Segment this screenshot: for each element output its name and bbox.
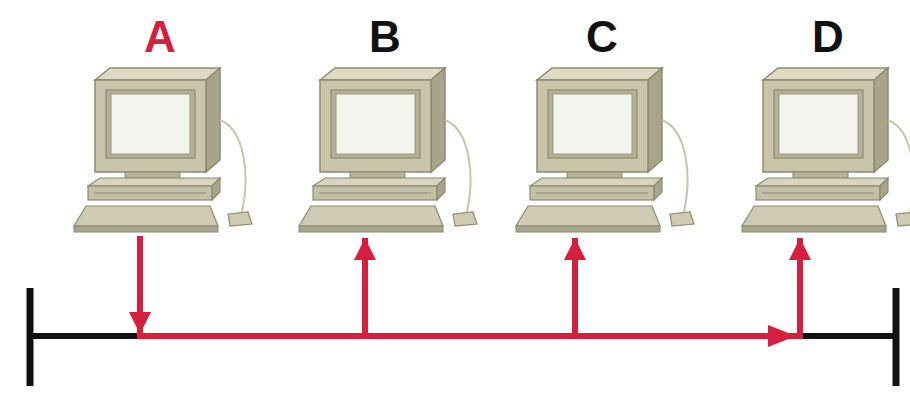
computer-node: B bbox=[295, 12, 475, 236]
computer-icon bbox=[742, 68, 910, 232]
computer-icon bbox=[74, 68, 252, 232]
computer-label: B bbox=[295, 12, 475, 62]
computer-node: D bbox=[738, 12, 910, 236]
signal-connector bbox=[140, 236, 365, 336]
computer-node: A bbox=[70, 12, 250, 236]
signal-connector bbox=[140, 236, 800, 336]
bus-terminator bbox=[893, 288, 900, 386]
computer-icon bbox=[516, 68, 694, 232]
computer-label: D bbox=[738, 12, 910, 62]
computer-label: C bbox=[512, 12, 692, 62]
signal-connector bbox=[140, 236, 575, 336]
computer-label: A bbox=[70, 12, 250, 62]
computer-node: C bbox=[512, 12, 692, 236]
computer-icon bbox=[299, 68, 477, 232]
bus-terminator bbox=[27, 288, 34, 386]
